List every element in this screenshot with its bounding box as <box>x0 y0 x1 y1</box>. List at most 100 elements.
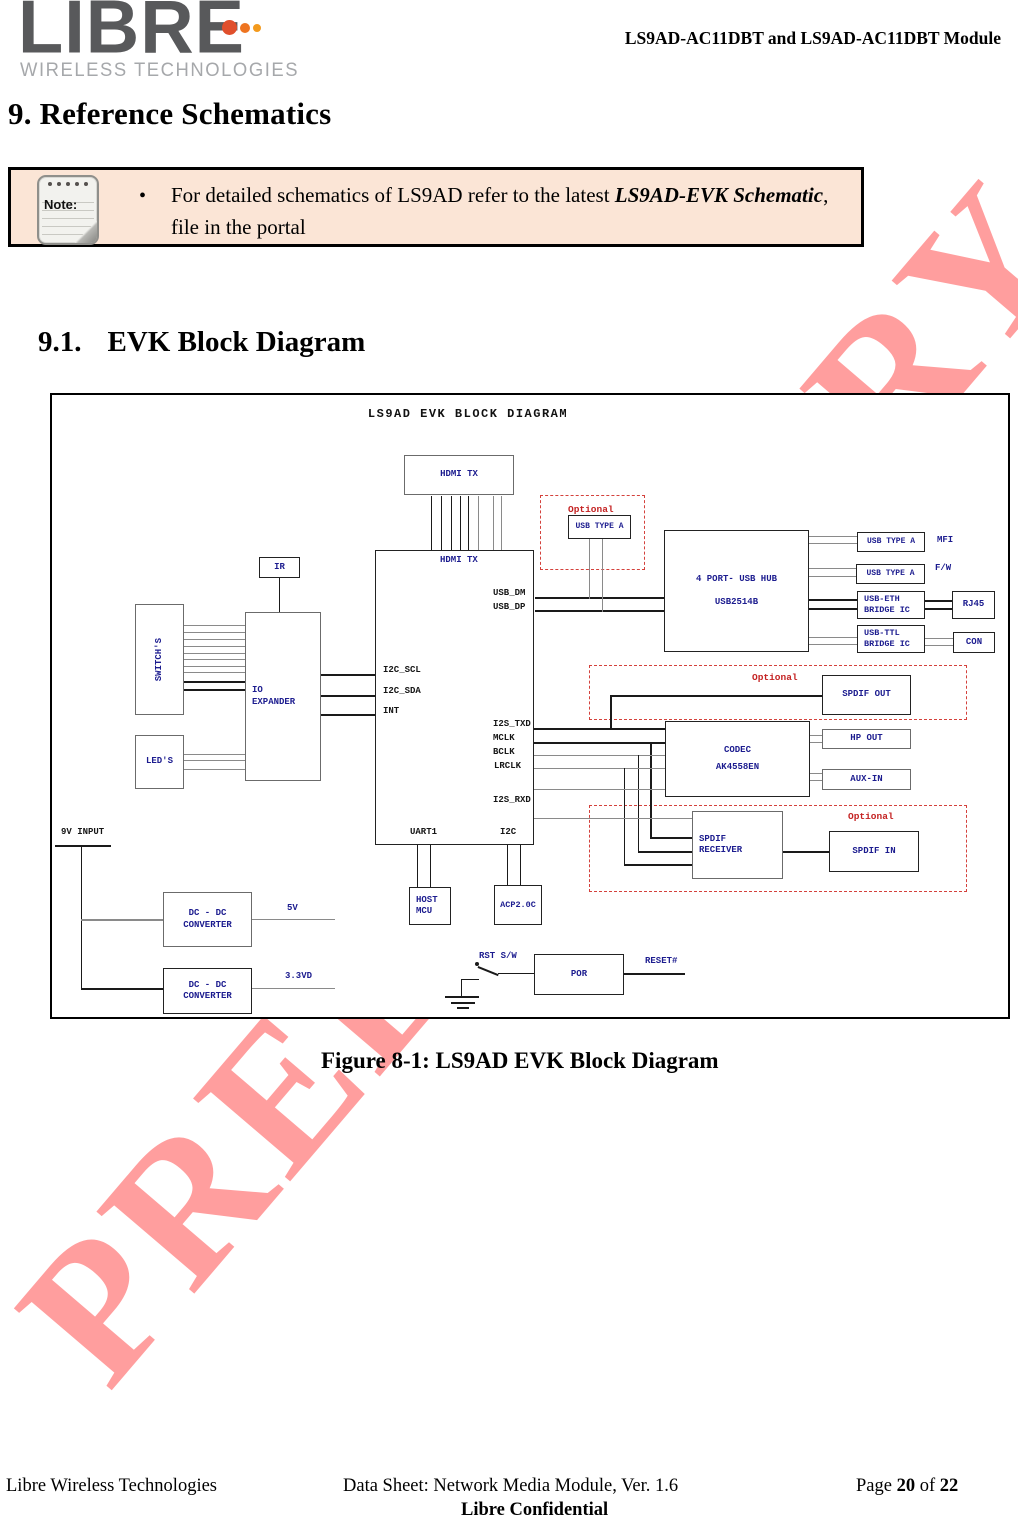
i2c-port-label: I2C <box>500 827 517 837</box>
codec: CODEC AK4558EN <box>665 721 810 797</box>
wire <box>498 973 534 974</box>
hp-out: HP OUT <box>822 729 911 749</box>
wire <box>252 988 335 989</box>
wire <box>809 576 857 577</box>
usb-ttl-bridge-ic-label: USB-TTL <box>864 628 900 639</box>
note-bullet: • <box>139 185 147 207</box>
mclk-label: MCLK <box>493 733 515 743</box>
document-title: LS9AD-AC11DBT and LS9AD-AC11DBT Module <box>624 28 1001 48</box>
wire <box>457 1007 469 1009</box>
wire <box>624 768 625 864</box>
usb-type-a-fw-label: USB TYPE A <box>866 569 915 578</box>
usb-ttl-bridge-ic-label: BRIDGE IC <box>864 639 910 649</box>
diagram-title: LS9AD EVK BLOCK DIAGRAM <box>367 407 569 421</box>
por-label: POR <box>570 968 588 979</box>
wire <box>810 780 822 781</box>
subsection-number: 9.1. <box>38 326 82 358</box>
footer-of-word: of <box>919 1476 936 1496</box>
wire <box>184 672 245 673</box>
wire <box>461 979 479 980</box>
footer-page-word: Page <box>856 1476 892 1496</box>
rj45-label: RJ45 <box>962 599 985 610</box>
wire <box>809 599 857 601</box>
wire <box>460 496 461 550</box>
wire <box>783 851 829 853</box>
5v-label: 5V <box>287 903 298 913</box>
wire <box>55 845 111 847</box>
wire <box>417 845 418 887</box>
wire <box>468 496 469 550</box>
i2c-scl-label: I2C_SCL <box>383 665 421 675</box>
wire <box>321 674 375 676</box>
optional-spdif-in-group-label: Optional <box>848 811 894 822</box>
wire <box>809 644 857 645</box>
note-icon-label: Note: <box>44 197 78 212</box>
codec-label: AK4558EN <box>715 762 760 772</box>
optional-spdif-in-group: Optional <box>589 805 967 892</box>
spdif-receiver-label: SPDIF <box>699 833 727 844</box>
wire <box>184 681 245 683</box>
usb-hub-label: 4 PORT- USB HUB <box>695 573 777 584</box>
con-label: CON <box>965 636 983 647</box>
i2s-txd-label: I2S_TXD <box>493 719 531 729</box>
note-icon: Note: <box>37 175 99 245</box>
wire <box>507 845 508 885</box>
lrclk-label: LRCLK <box>494 761 522 771</box>
note-icon-dots <box>48 182 88 186</box>
spdif-out-label: SPDIF OUT <box>842 689 891 700</box>
usb-hub-label: USB2514B <box>714 597 759 607</box>
wire <box>534 755 665 756</box>
libre-logo-text: LIBRE <box>18 0 245 69</box>
wire <box>184 625 245 626</box>
wire <box>493 496 494 550</box>
rst-sw-label: RST S/W <box>479 951 517 961</box>
footer-page-total: 22 <box>939 1476 959 1496</box>
9v-input-label: 9V INPUT <box>61 827 105 837</box>
codec-label: CODEC <box>723 744 751 755</box>
reset-label: RESET# <box>645 956 678 966</box>
wire <box>925 600 952 602</box>
ir-receiver-label: IR <box>274 561 285 572</box>
usb-eth-bridge-ic-label: USB-ETH <box>864 594 900 605</box>
wire <box>638 755 639 851</box>
wire <box>321 714 375 716</box>
spdif-in: SPDIF IN <box>829 831 919 872</box>
logo-dot-large-icon <box>222 20 237 35</box>
wire <box>184 639 245 640</box>
section-heading: 9. Reference Schematics <box>8 96 332 131</box>
dc-dc-converter-3v3-label: DC - DC <box>188 979 227 990</box>
wire <box>520 845 521 885</box>
usb-dm-label: USB_DM <box>493 588 526 598</box>
subsection-heading: 9.1.EVK Block Diagram <box>38 326 365 359</box>
hdmi-tx-connector-label: HDMI TX <box>440 469 478 480</box>
usb-hub: 4 PORT- USB HUB USB2514B <box>664 530 809 652</box>
libre-logo-subtext: WIRELESS TECHNOLOGIES <box>20 60 300 81</box>
wire <box>624 973 685 975</box>
main-chip <box>375 550 534 845</box>
dc-dc-converter-3v3-label: CONVERTER <box>183 991 232 1001</box>
wire <box>535 597 664 599</box>
note-text-emphasis: LS9AD-EVK Schematic <box>614 183 824 207</box>
footer-docinfo: Data Sheet: Network Media Module, Ver. 1… <box>343 1476 679 1496</box>
wire <box>81 845 82 989</box>
reset-switch-pivot-icon <box>475 962 479 966</box>
usb-type-a-optional-label: USB TYPE A <box>575 522 624 531</box>
wire <box>810 735 822 736</box>
libre-logo: LIBRE WIRELESS TECHNOLOGIES <box>18 0 298 81</box>
footer-page-current: 20 <box>896 1476 916 1496</box>
wire <box>534 728 665 730</box>
hdmi-tx-connector: HDMI TX <box>404 455 514 495</box>
wire <box>809 536 857 537</box>
switches: SWITCH'S <box>135 604 184 715</box>
spdif-out: SPDIF OUT <box>822 675 911 715</box>
wire <box>534 818 692 819</box>
wire <box>451 1002 475 1004</box>
wire <box>809 637 857 638</box>
reset-switch-lever-icon <box>477 966 499 976</box>
i2s-rxd-label: I2S_RXD <box>493 795 531 805</box>
spdif-in-label: SPDIF IN <box>852 845 896 856</box>
optional-usb-group-label: Optional <box>568 504 614 515</box>
wire <box>602 539 603 612</box>
